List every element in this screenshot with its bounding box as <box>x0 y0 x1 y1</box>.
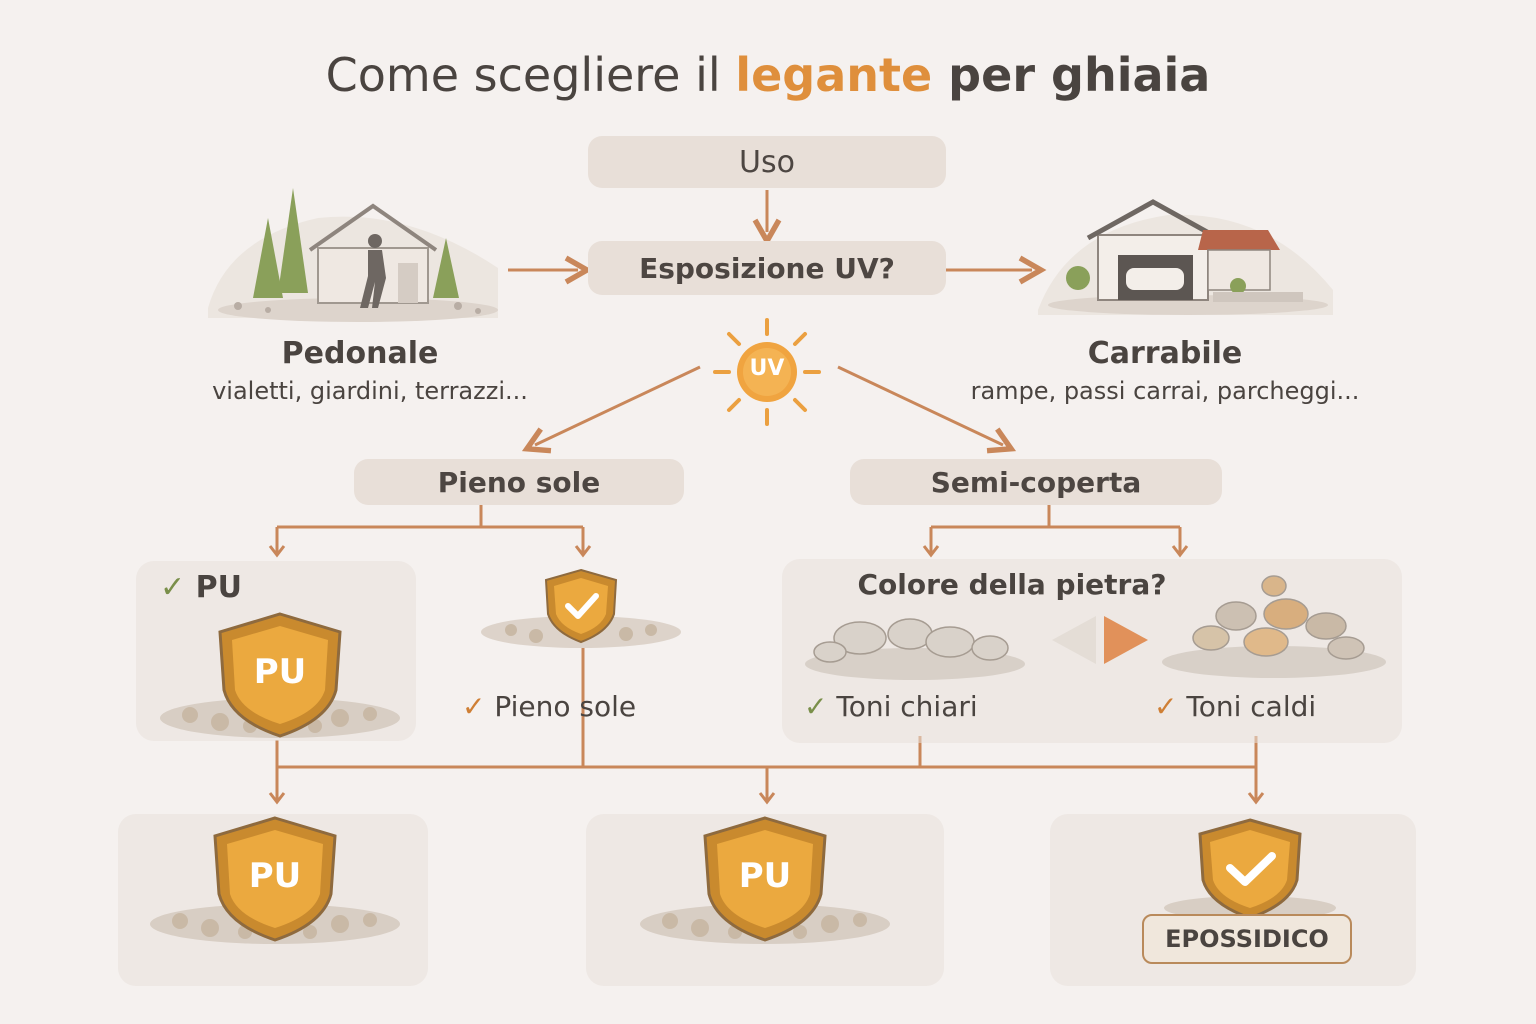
split-pieno-sole <box>275 505 585 553</box>
arrow-to-semi-coperta <box>837 365 1017 454</box>
split-semi-coperta <box>929 505 1182 553</box>
check-shield-icon <box>1164 818 1336 920</box>
carrabile-title: Carrabile <box>1087 336 1243 371</box>
node-colore-pietra: Colore della pietra? <box>857 568 1167 601</box>
option-pieno-sole-label: ✓ Pieno sole <box>462 690 637 723</box>
sun-uv-icon <box>713 318 821 426</box>
arrow-to-pieno-sole <box>521 365 701 454</box>
light-stones-illustration <box>805 618 1025 680</box>
pedonale-title: Pedonale <box>281 336 439 371</box>
pu-shield-text-2: PU <box>248 856 302 896</box>
garage-house-illustration <box>1038 199 1333 315</box>
node-esposizione-uv: Esposizione UV? <box>588 241 946 295</box>
sun-label: UV <box>749 356 785 381</box>
pu-shield-icon <box>640 816 890 944</box>
page-title: Come scegliere il legante per ghiaia <box>325 48 1211 102</box>
result-epossidico-badge: EPOSSIDICO <box>1142 914 1352 964</box>
carrabile-subtitle: rampe, passi carrai, parcheggi... <box>970 377 1360 405</box>
check-orange-icon: ✓ <box>1154 690 1178 723</box>
pu-shield-icon <box>150 816 400 944</box>
check-shield-icon <box>481 568 681 648</box>
compare-arrows-icon <box>1052 616 1148 664</box>
pedestrian-house-illustration <box>208 188 498 322</box>
option-toni-caldi: ✓ Toni caldi <box>1154 690 1317 723</box>
title-highlight: legante <box>735 48 933 102</box>
pu-shield-icon <box>160 612 400 738</box>
pu-shield-text-1: PU <box>253 652 307 692</box>
check-orange-icon: ✓ <box>462 690 486 723</box>
node-semi-coperta: Semi-coperta <box>850 459 1222 505</box>
option-toni-chiari: ✓ Toni chiari <box>804 690 978 723</box>
node-uso: Uso <box>588 136 946 188</box>
node-pieno-sole: Pieno sole <box>354 459 684 505</box>
warm-stones-illustration <box>1162 575 1386 678</box>
pedonale-subtitle: vialetti, giardini, terrazzi... <box>212 377 528 405</box>
option-pu-label: ✓ PU <box>160 570 242 605</box>
check-green-icon: ✓ <box>160 570 186 605</box>
bottom-bus <box>275 645 1258 800</box>
check-green-icon: ✓ <box>804 690 828 723</box>
pu-shield-text-3: PU <box>738 856 792 896</box>
